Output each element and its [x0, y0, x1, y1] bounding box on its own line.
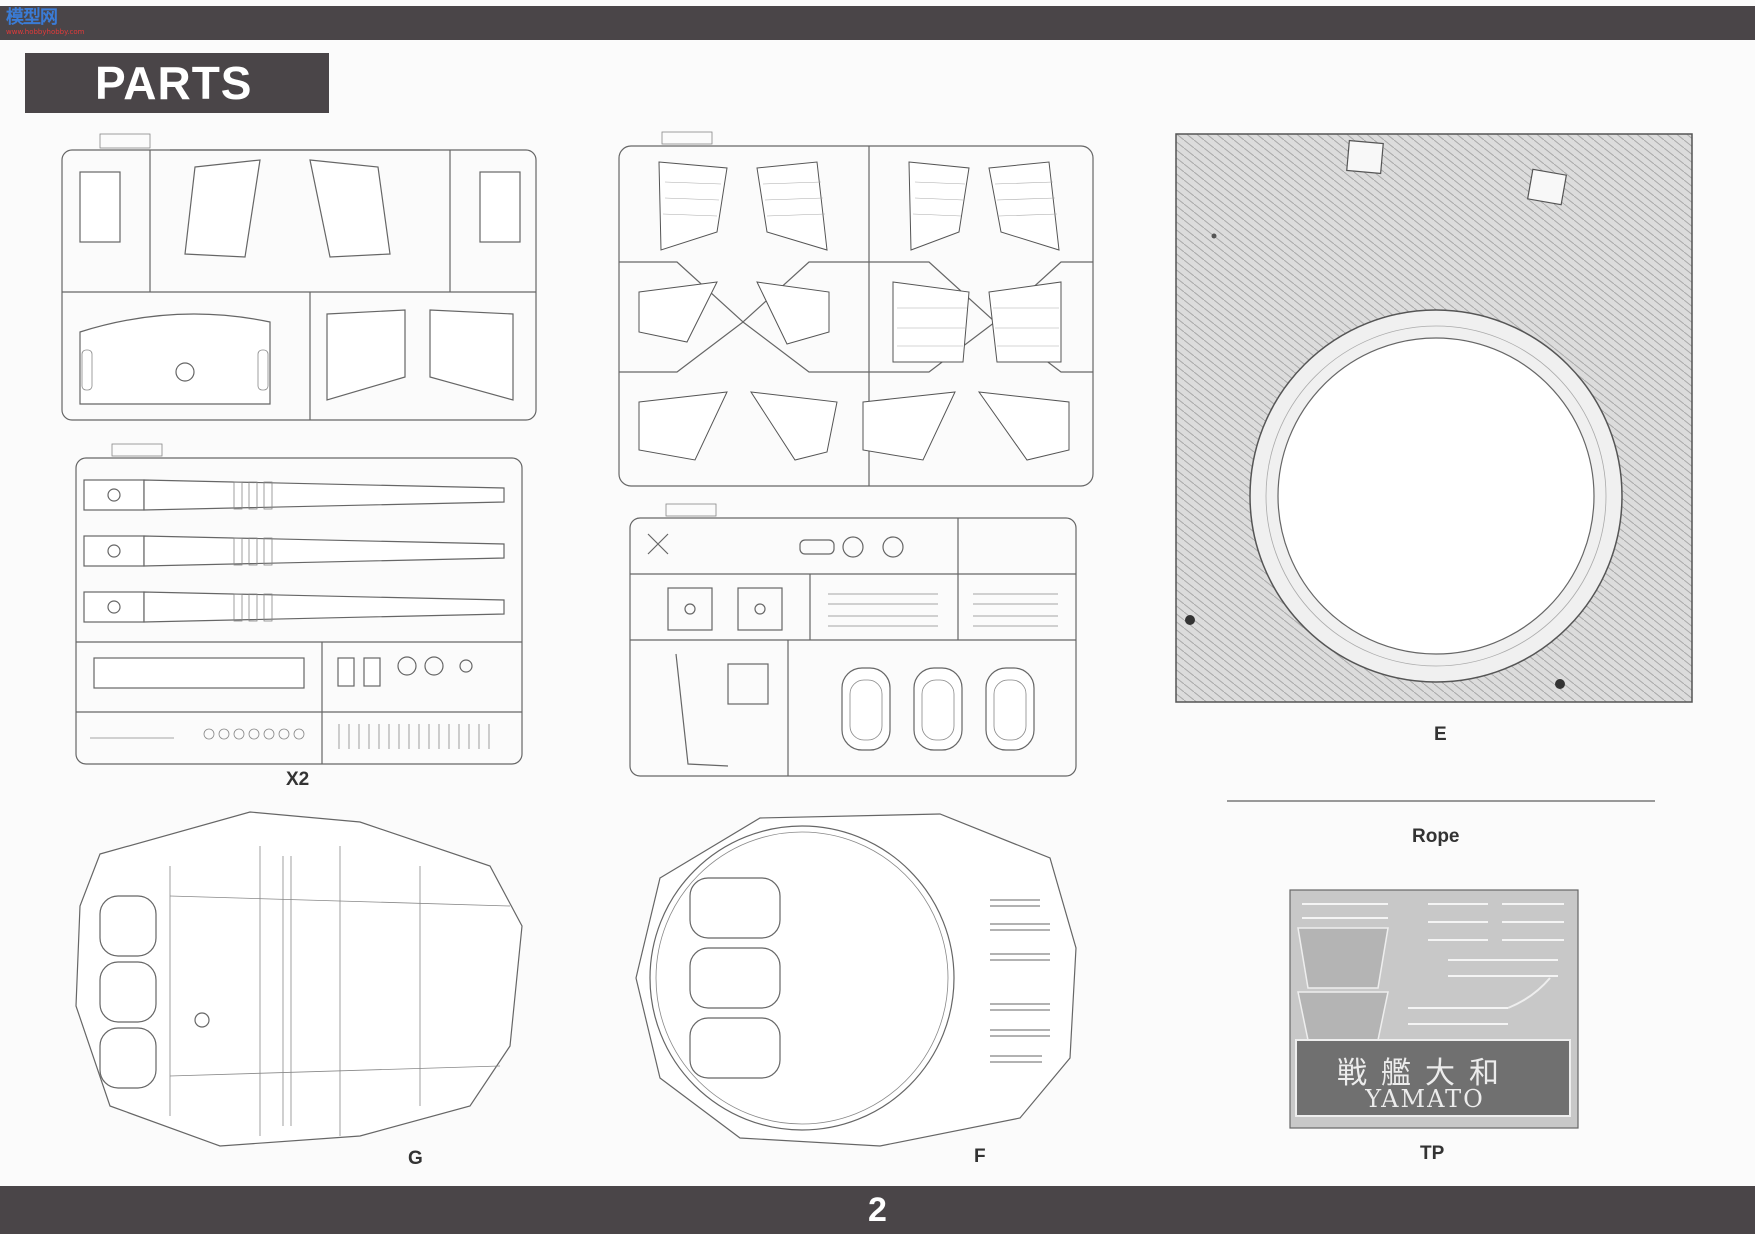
- logo-text: 模型网: [6, 7, 58, 28]
- part-e-deck-drawing: [1175, 133, 1693, 703]
- sprue-turret-parts-drawing: [61, 133, 537, 421]
- sprue-barrels-drawing: [75, 443, 523, 765]
- logo-url: www.hobbyhobby.com: [6, 28, 85, 36]
- top-bar: [0, 6, 1755, 40]
- sprue-x-label: X2: [286, 769, 310, 790]
- rope-drawing: [1227, 800, 1655, 802]
- part-f-label: F: [974, 1146, 986, 1167]
- page-title: PARTS: [95, 57, 253, 109]
- site-logo: 模型网 www.hobbyhobby.com: [6, 7, 84, 38]
- photo-etch-tp-drawing: [1289, 889, 1579, 1129]
- part-f-turret-base-drawing: [635, 813, 1077, 1147]
- bottom-bar: 2: [0, 1186, 1755, 1234]
- part-g-label: G: [408, 1148, 423, 1169]
- page-title-box: PARTS: [25, 53, 329, 113]
- rope-label: Rope: [1412, 826, 1460, 847]
- part-e-label: E: [1434, 724, 1447, 745]
- nameplate-roman: YAMATO: [1365, 1085, 1485, 1113]
- nameplate-kanji: 戦艦大和: [1337, 1056, 1513, 1091]
- part-g-hull-drawing: [75, 811, 523, 1147]
- photo-etch-tp-label: TP: [1420, 1143, 1445, 1164]
- sprue-blast-bags-drawing: [618, 131, 1094, 487]
- logo-mark: 模型网: [6, 7, 58, 28]
- page-number: 2: [868, 1190, 887, 1229]
- sprue-small-parts-drawing: [629, 503, 1077, 777]
